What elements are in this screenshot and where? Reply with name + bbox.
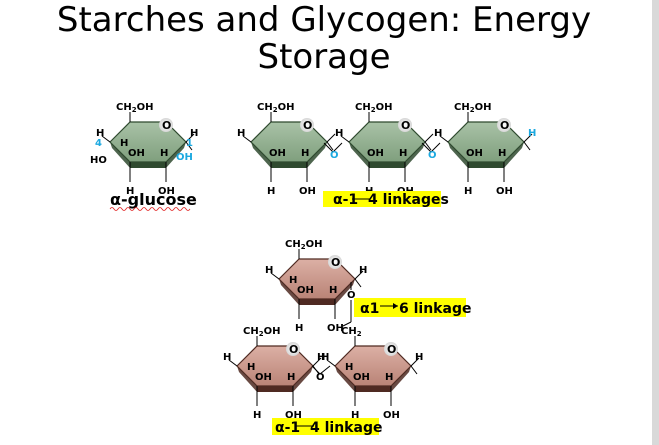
- h-label-left: H: [96, 128, 104, 139]
- slide-title: Starches and Glycogen: Energy Storage: [56, 0, 592, 77]
- carbon-4-number: 4: [95, 138, 102, 149]
- ch2oh-label: CH2: [341, 326, 362, 338]
- starch-linkage-highlight: [323, 191, 441, 207]
- oh-label-ring: OH: [367, 148, 384, 159]
- ring-oxygen: O: [387, 343, 396, 356]
- ring-oxygen: O: [162, 119, 171, 132]
- h-label-ring: H: [498, 148, 506, 159]
- h-label-left: H: [335, 128, 343, 139]
- ch2oh-label: CH2OH: [355, 102, 392, 114]
- oh-label-ring: OH: [269, 148, 286, 159]
- h-label-ring: H: [287, 372, 295, 383]
- anomeric-oh-label: OH: [176, 152, 193, 163]
- glycogen-14-head: α-1: [275, 420, 300, 436]
- bridge-oxygen-1: O: [330, 150, 339, 161]
- h-label-right: H: [359, 265, 367, 276]
- h-label-inner: H: [289, 275, 297, 286]
- h-label-inner: H: [120, 138, 128, 149]
- slide-edge: [652, 0, 659, 445]
- ring-oxygen: O: [303, 119, 312, 132]
- glycosidic-bridges: [311, 142, 441, 375]
- h-label-bottom: H: [126, 186, 134, 197]
- starch-linkage-tail: 4 linkages: [368, 192, 449, 208]
- glycogen-16-arrowhead: [393, 303, 398, 309]
- oh-label-ring: OH: [128, 148, 145, 159]
- h-label-inner: H: [247, 362, 255, 373]
- starch-linkage-head: α-1: [333, 192, 358, 208]
- oh-label-bottom: OH: [285, 410, 302, 421]
- ring-oxygen: O: [331, 256, 340, 269]
- glycogen-16-tail: 6 linkage: [399, 301, 471, 317]
- oh-label-bottom: OH: [383, 410, 400, 421]
- glycogen-16-highlight: [354, 298, 466, 317]
- ch2oh-label: CH2OH: [454, 102, 491, 114]
- oh-label-ring: OH: [466, 148, 483, 159]
- h-label-inner: H: [345, 362, 353, 373]
- h-label-ring: H: [160, 148, 168, 159]
- oh-label-ring: OH: [255, 372, 272, 383]
- oh-label-bottom: OH: [299, 186, 316, 197]
- ch2oh-label: CH2OH: [243, 326, 280, 338]
- h-label-right: H: [415, 352, 423, 363]
- glycogen-16-head: α1: [360, 301, 379, 317]
- alpha-glucose-caption: α-glucose: [110, 190, 197, 209]
- h-label-ring: H: [301, 148, 309, 159]
- h-label-right: H: [528, 128, 536, 139]
- h-label-left: H: [237, 128, 245, 139]
- glycogen-14-highlight: [272, 418, 379, 435]
- h-label-left: H: [321, 352, 329, 363]
- bridge-oxygen-16: O: [347, 290, 356, 301]
- bridge-oxygen-14: O: [316, 372, 325, 383]
- ch2oh-label: CH2OH: [116, 102, 153, 114]
- ring-oxygen: O: [401, 119, 410, 132]
- h-label-bottom: H: [253, 410, 261, 421]
- oh-label-bottom: OH: [496, 186, 513, 197]
- bridge-oxygen-2: O: [428, 150, 437, 161]
- carbon-1-number: 1: [186, 138, 193, 149]
- h-label-ring: H: [385, 372, 393, 383]
- h-label-bottom: H: [267, 186, 275, 197]
- oh-label-ring: OH: [297, 285, 314, 296]
- spellcheck-underline: [109, 207, 191, 211]
- h-label-right: H: [317, 352, 325, 363]
- h-label-ring: H: [399, 148, 407, 159]
- oh-label-ring: OH: [353, 372, 370, 383]
- sugar-ring-starch-1: O CH2OH H OH H H OH: [237, 102, 336, 197]
- oh-label-bottom: OH: [158, 186, 175, 197]
- ch2oh-label: CH2OH: [257, 102, 294, 114]
- h-label-bottom: H: [351, 410, 359, 421]
- ring-oxygen: O: [289, 343, 298, 356]
- h-label-bottom: H: [464, 186, 472, 197]
- ring-oxygen: O: [500, 119, 509, 132]
- ho-label-left: HO: [90, 155, 107, 166]
- ch2oh-label: CH2OH: [285, 239, 322, 251]
- oh-label-bottom: OH: [327, 323, 344, 334]
- h-label-bottom: H: [295, 323, 303, 334]
- h-label-right: H: [190, 128, 198, 139]
- h-label-ring: H: [329, 285, 337, 296]
- h-label-left: H: [265, 265, 273, 276]
- glycogen-14-tail: 4 linkage: [310, 420, 382, 436]
- h-label-left: H: [223, 352, 231, 363]
- sugar-ring-starch-3: O CH2OH H OH H H OH H: [434, 102, 536, 197]
- h-label-left: H: [434, 128, 442, 139]
